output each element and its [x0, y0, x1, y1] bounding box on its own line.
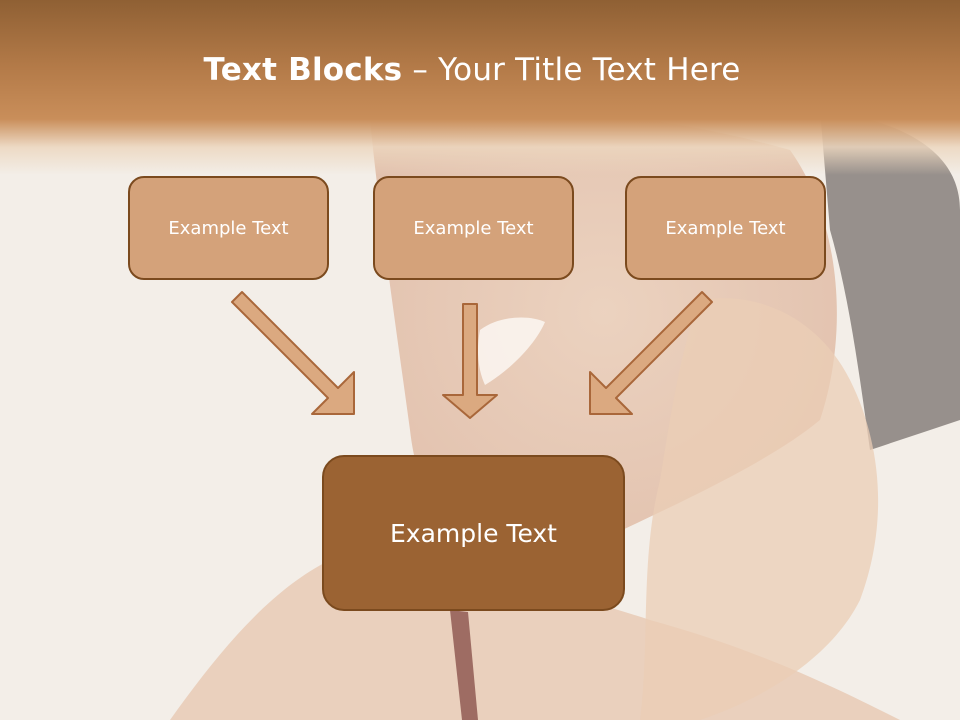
text-block-3[interactable]: Example Text [625, 176, 826, 280]
slide-title: Text Blocks – Your Title Text Here [0, 52, 944, 88]
text-block-3-label: Example Text [665, 217, 786, 239]
arrow-right [589, 291, 713, 415]
text-block-2[interactable]: Example Text [373, 176, 574, 280]
result-text-block[interactable]: Example Text [322, 455, 625, 611]
text-block-2-label: Example Text [413, 217, 534, 239]
title-rest: – Your Title Text Here [402, 52, 741, 88]
header-band [0, 0, 960, 175]
arrow-left [231, 291, 355, 415]
result-text-block-label: Example Text [390, 518, 557, 548]
arrow-center [442, 303, 498, 419]
text-block-1-label: Example Text [168, 217, 289, 239]
title-bold: Text Blocks [203, 52, 403, 88]
text-block-1[interactable]: Example Text [128, 176, 329, 280]
